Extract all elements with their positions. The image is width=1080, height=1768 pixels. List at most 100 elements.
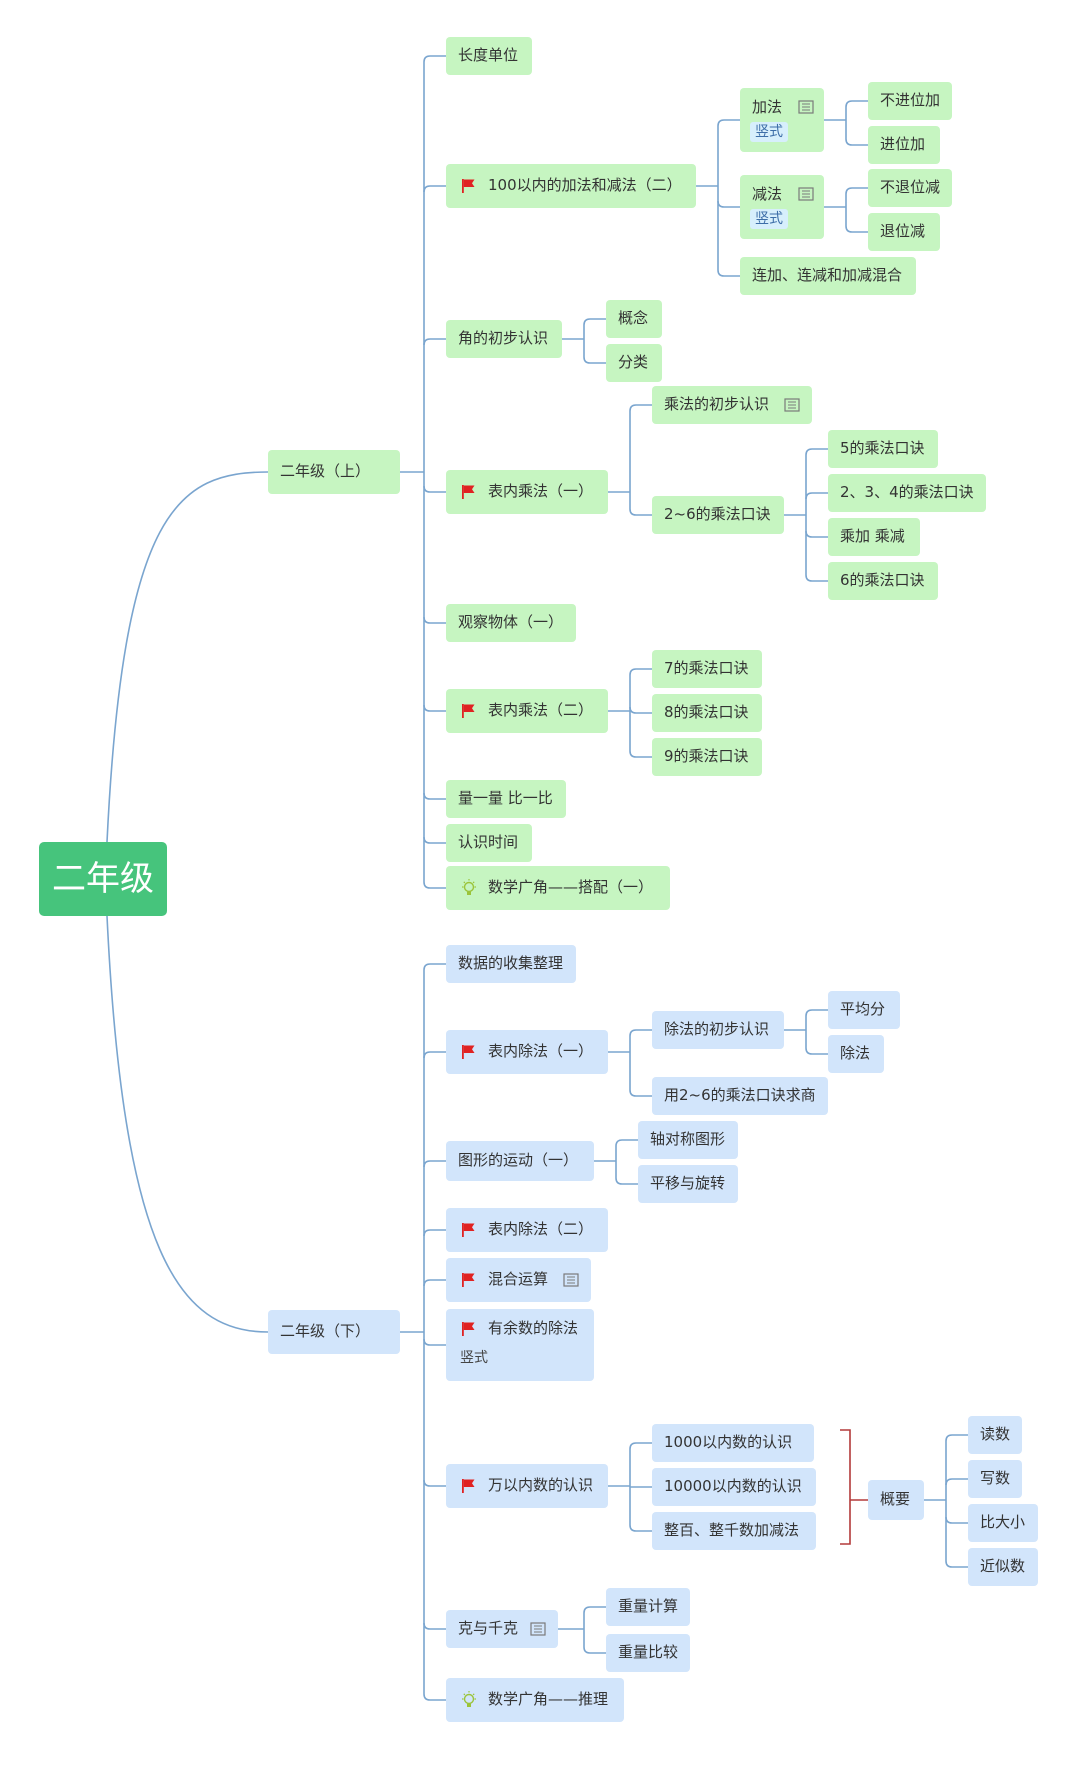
node-u-add2[interactable]: 进位加	[868, 126, 940, 164]
node-l-div2[interactable]: 表内除法（二）	[446, 1208, 608, 1252]
node-label: 进位加	[880, 135, 926, 153]
connector	[717, 119, 740, 127]
connector	[423, 1338, 446, 1346]
connector	[615, 1139, 638, 1147]
connector	[845, 100, 868, 108]
node-u-m9[interactable]: 9的乘法口诀	[652, 738, 762, 776]
node-upper[interactable]: 二年级（上）	[268, 450, 400, 494]
connector	[423, 55, 446, 63]
node-l-compare[interactable]: 比大小	[968, 1504, 1038, 1542]
node-l-summary[interactable]: 概要	[868, 1480, 924, 1520]
node-u-concept[interactable]: 概念	[606, 300, 662, 338]
node-u-addsub[interactable]: 100以内的加法和减法（二）	[446, 164, 696, 208]
node-l-10000[interactable]: 万以内数的认识	[446, 1464, 608, 1508]
node-l-shape[interactable]: 图形的运动（一）	[446, 1141, 594, 1181]
node-l-approx[interactable]: 近似数	[968, 1548, 1038, 1586]
node-u-class[interactable]: 分类	[606, 344, 662, 382]
node-l-write[interactable]: 写数	[968, 1460, 1022, 1498]
connector	[629, 1029, 652, 1037]
node-l-mixop[interactable]: 混合运算	[446, 1258, 591, 1302]
connector	[615, 1177, 638, 1185]
node-label: 重量比较	[618, 1643, 679, 1661]
node-label: 6的乘法口诀	[840, 571, 925, 589]
node-label: 二年级	[52, 859, 154, 899]
flag-icon	[462, 1322, 475, 1336]
node-label: 量一量 比一比	[458, 789, 553, 807]
node-l-avg[interactable]: 平均分	[828, 991, 900, 1029]
node-u-measure[interactable]: 量一量 比一比	[446, 780, 566, 818]
node-label: 除法	[840, 1044, 871, 1062]
node-l-wcalc[interactable]: 重量计算	[606, 1588, 690, 1626]
node-u-mul2[interactable]: 表内乘法（二）	[446, 689, 608, 733]
node-u-m234[interactable]: 2、3、4的乘法口诀	[828, 474, 986, 512]
node-u-m6[interactable]: 6的乘法口诀	[828, 562, 938, 600]
node-sub-label: 竖式	[750, 122, 788, 142]
connector	[423, 836, 446, 844]
node-lower[interactable]: 二年级（下）	[268, 1310, 400, 1354]
node-u-time[interactable]: 认识时间	[446, 824, 532, 862]
node-u-maddsub[interactable]: 乘加 乘减	[828, 518, 920, 556]
node-l-10000b[interactable]: 10000以内数的认识	[652, 1468, 816, 1506]
node-u-observe[interactable]: 观察物体（一）	[446, 604, 576, 642]
connector	[805, 574, 828, 582]
node-l-rem[interactable]: 有余数的除法竖式	[446, 1309, 594, 1381]
flag-icon	[462, 1273, 475, 1287]
node-l-round[interactable]: 整百、整千数加减法	[652, 1512, 816, 1550]
node-u-m5[interactable]: 5的乘法口诀	[828, 430, 938, 468]
node-label: 数学广角——搭配（一）	[488, 878, 654, 896]
node-u-sub1[interactable]: 不退位减	[868, 169, 952, 207]
node-l-1000[interactable]: 1000以内数的认识	[652, 1424, 814, 1462]
node-l-wcomp[interactable]: 重量比较	[606, 1634, 690, 1672]
connector	[423, 485, 446, 493]
node-l-data[interactable]: 数据的收集整理	[446, 945, 576, 983]
node-l-trans[interactable]: 平移与旋转	[638, 1165, 738, 1203]
node-label: 概念	[618, 309, 649, 327]
connector	[423, 616, 446, 624]
node-l-read[interactable]: 读数	[968, 1416, 1022, 1454]
node-label: 除法的初步认识	[664, 1020, 770, 1038]
node-u-add[interactable]: 加法竖式	[740, 88, 824, 152]
connector	[629, 750, 652, 758]
node-u-angle[interactable]: 角的初步认识	[446, 320, 562, 358]
node-l-sym[interactable]: 轴对称图形	[638, 1121, 738, 1159]
node-u-mul26[interactable]: 2~6的乘法口诀	[652, 496, 784, 534]
connector	[805, 530, 828, 538]
node-u-math[interactable]: 数学广角——搭配（一）	[446, 866, 670, 910]
connector	[583, 1646, 606, 1654]
connector	[629, 706, 652, 714]
node-u-mul-intro[interactable]: 乘法的初步认识	[652, 386, 812, 424]
node-label: 2~6的乘法口诀	[664, 505, 771, 523]
node-label: 二年级（下）	[280, 1322, 371, 1340]
node-l-div1[interactable]: 表内除法（一）	[446, 1030, 608, 1074]
node-l-kg[interactable]: 克与千克	[446, 1610, 558, 1648]
connector	[845, 187, 868, 195]
node-u-m8[interactable]: 8的乘法口诀	[652, 694, 762, 732]
connector	[629, 404, 652, 412]
connector	[629, 508, 652, 516]
connector	[423, 704, 446, 712]
node-l-div[interactable]: 除法	[828, 1035, 884, 1073]
node-u-sub[interactable]: 减法竖式	[740, 175, 824, 239]
connector	[805, 448, 828, 456]
connector	[845, 138, 868, 146]
connector	[583, 1606, 606, 1614]
node-label: 万以内数的认识	[488, 1476, 594, 1494]
node-label: 退位减	[880, 222, 926, 240]
node-l-quot[interactable]: 用2~6的乘法口诀求商	[652, 1077, 828, 1115]
node-u-add1[interactable]: 不进位加	[868, 82, 952, 120]
node-label: 观察物体（一）	[458, 613, 564, 631]
node-label: 7的乘法口诀	[664, 659, 749, 677]
node-label: 表内除法（二）	[488, 1220, 594, 1238]
node-l-div-intro[interactable]: 除法的初步认识	[652, 1011, 784, 1049]
node-label: 加法	[752, 98, 783, 116]
node-u-m7[interactable]: 7的乘法口诀	[652, 650, 762, 688]
note-icon	[798, 187, 814, 201]
node-u-mul1[interactable]: 表内乘法（一）	[446, 470, 608, 514]
node-u-sub2[interactable]: 退位减	[868, 213, 940, 251]
node-u-length[interactable]: 长度单位	[446, 37, 532, 75]
node-root[interactable]: 二年级	[39, 842, 167, 916]
connector	[423, 338, 446, 346]
flag-icon	[462, 1479, 475, 1493]
node-u-mix[interactable]: 连加、连减和加减混合	[740, 257, 916, 295]
node-l-mathr[interactable]: 数学广角——推理	[446, 1678, 624, 1722]
